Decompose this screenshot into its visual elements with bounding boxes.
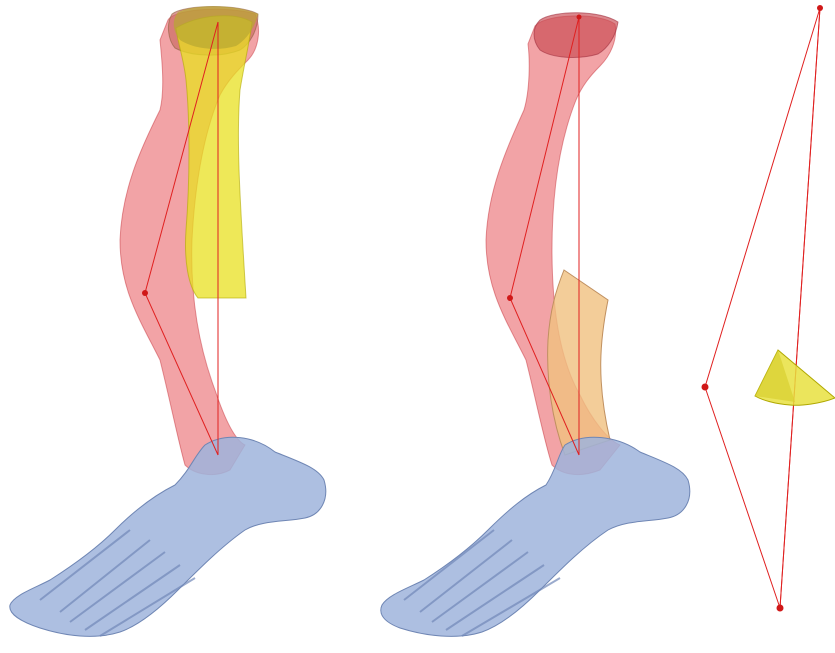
axis-point-right-left (702, 384, 709, 391)
axis-point-right-bottom (777, 605, 784, 612)
axis-vertical-right (780, 8, 820, 608)
axis-point-right-top (817, 5, 823, 11)
axis-triangle (705, 8, 820, 608)
